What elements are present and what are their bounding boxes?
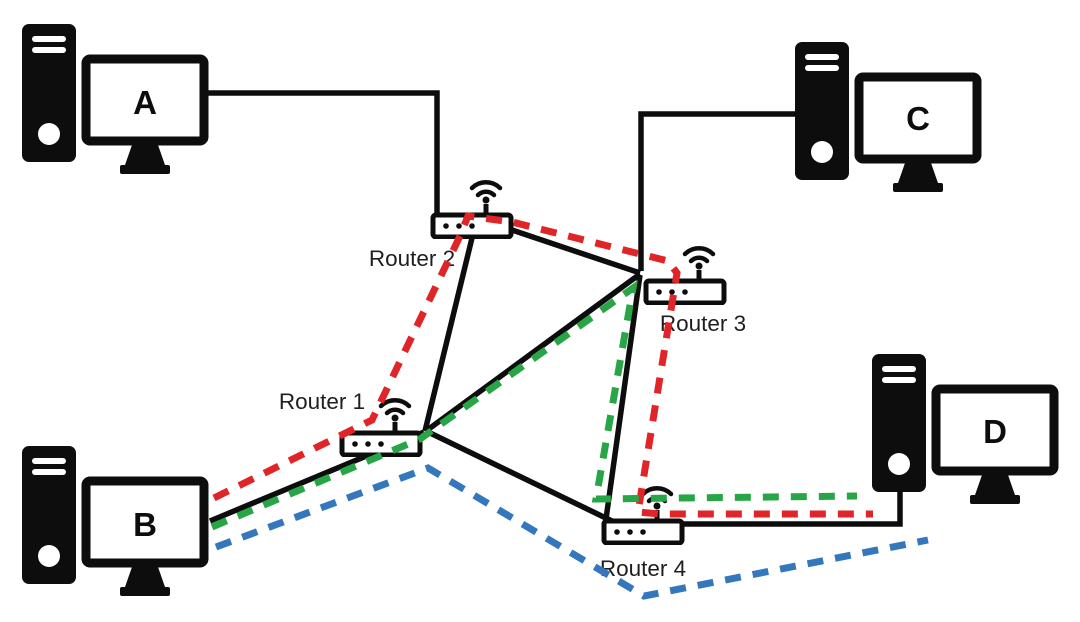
link-router1-router4	[424, 428, 614, 524]
wifi-router-icon	[433, 182, 511, 237]
computer-d: D	[872, 354, 1054, 504]
router-2-label: Router 2	[369, 246, 455, 271]
computer-c-label: C	[906, 100, 930, 137]
route-blue-b-r1-r4-d	[214, 464, 929, 600]
router-4: Router 4	[600, 488, 686, 581]
router-1-label: Router 1	[279, 389, 365, 414]
routes	[210, 212, 929, 600]
computer-b: B	[22, 446, 204, 596]
computer-a: A	[22, 24, 204, 174]
route-green-b-r1-r3-r4-d	[210, 280, 858, 531]
link-router2-router3	[508, 226, 641, 276]
router-3: Router 3	[646, 248, 746, 336]
computer-a-label: A	[133, 84, 157, 121]
computer-d-label: D	[983, 413, 1007, 450]
link-router2-router1	[422, 237, 475, 432]
link-router3-router4	[603, 274, 643, 520]
computer-icon	[795, 42, 977, 192]
link-router1-router3	[424, 271, 642, 434]
router-3-label: Router 3	[660, 311, 746, 336]
computer-b-label: B	[133, 506, 157, 543]
computer-c: C	[795, 42, 977, 192]
link-c-router3	[638, 111, 795, 271]
route-red-b-r2-r3-r4-d	[212, 212, 873, 518]
router-4-label: Router 4	[600, 556, 686, 581]
link-d-router4	[683, 489, 903, 527]
computer-icon	[22, 24, 204, 174]
computer-icon	[22, 446, 204, 596]
wired-links	[208, 90, 903, 527]
router-1: Router 1	[279, 389, 420, 455]
link-a-router2	[208, 90, 440, 213]
router-2: Router 2	[369, 182, 511, 271]
computer-icon	[872, 354, 1054, 504]
